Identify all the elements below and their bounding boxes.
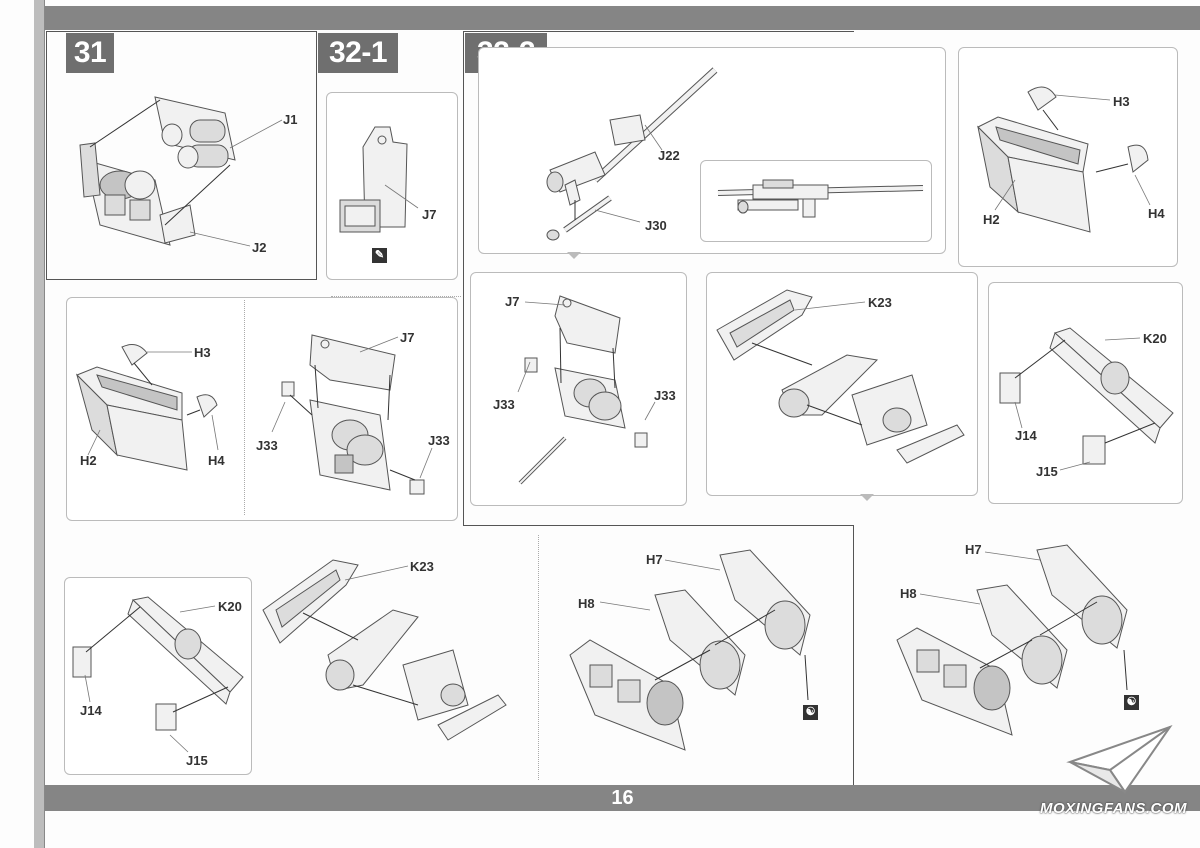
label-j33-mid-a: J33	[256, 438, 278, 453]
label-h2-right: H2	[983, 212, 1000, 227]
k20-illustration-bottom	[72, 596, 244, 731]
panel-notch-mid	[860, 494, 874, 501]
step-31-number: 31	[66, 33, 114, 73]
bottom-bar: 16	[45, 785, 1200, 811]
label-h4-right: H4	[1148, 206, 1165, 221]
label-h7-center: H7	[646, 552, 663, 567]
label-j7-step32-1: J7	[422, 207, 437, 222]
step-32-2-box	[463, 31, 854, 526]
j7-assembly-illustration-right	[518, 295, 648, 485]
glue-icon: ✎	[372, 248, 387, 263]
step-32-1-number: 32-1	[318, 33, 398, 73]
label-j33-right-a: J33	[493, 397, 515, 412]
label-j33-mid-b: J33	[428, 433, 450, 448]
label-j15-mid: J15	[1036, 464, 1058, 479]
label-j7-mid: J7	[400, 330, 415, 345]
label-j15-bottom: J15	[186, 753, 208, 768]
label-j14-mid: J14	[1015, 428, 1037, 443]
step-32-2-box-lower	[463, 525, 854, 786]
option-icon: ☯	[1124, 695, 1139, 710]
k23-illustration-mid	[716, 289, 965, 464]
label-j30: J30	[645, 218, 667, 233]
binding-line	[44, 0, 45, 848]
step-32-1-illustration	[339, 126, 408, 233]
label-j33-right-b: J33	[654, 388, 676, 403]
label-k23-bottom: K23	[410, 559, 434, 574]
label-j7-right: J7	[505, 294, 520, 309]
label-h3-right: H3	[1113, 94, 1130, 109]
label-k23-mid: K23	[868, 295, 892, 310]
label-k20-bottom: K20	[218, 599, 242, 614]
label-h8-right: H8	[900, 586, 917, 601]
j7-assembly-illustration-left	[281, 334, 425, 495]
step-31-box	[46, 31, 317, 280]
label-j2: J2	[252, 240, 267, 255]
label-h8-center: H8	[578, 596, 595, 611]
label-j1: J1	[283, 112, 298, 127]
paper-plane-logo	[1066, 725, 1173, 794]
k20-illustration-mid	[999, 327, 1174, 465]
option-icon: ☯	[803, 705, 818, 720]
watermark-text: MOXINGFANS.COM	[1040, 800, 1188, 817]
h-housing-illustration-left	[76, 344, 218, 471]
step-31-illustration	[79, 96, 236, 246]
label-j14-bottom: J14	[80, 703, 102, 718]
k23-illustration-bottom	[262, 559, 507, 741]
label-h3-left: H3	[194, 345, 211, 360]
label-j22: J22	[658, 148, 680, 163]
panel-notch	[567, 252, 581, 259]
label-h4-left: H4	[208, 453, 225, 468]
dotted-divider-bottom	[538, 535, 539, 780]
dotted-separator	[331, 296, 461, 297]
label-h2-left: H2	[80, 453, 97, 468]
page-number: 16	[611, 787, 634, 809]
h7-h8-illustration-right	[896, 544, 1128, 736]
h7-h8-illustration-center	[569, 549, 811, 751]
gun-assembled-illustration	[717, 179, 924, 218]
gun-j22-illustration	[546, 67, 718, 241]
label-h7-right: H7	[965, 542, 982, 557]
top-bar	[45, 6, 1200, 30]
label-k20-mid: K20	[1143, 331, 1167, 346]
dotted-divider	[244, 300, 245, 515]
